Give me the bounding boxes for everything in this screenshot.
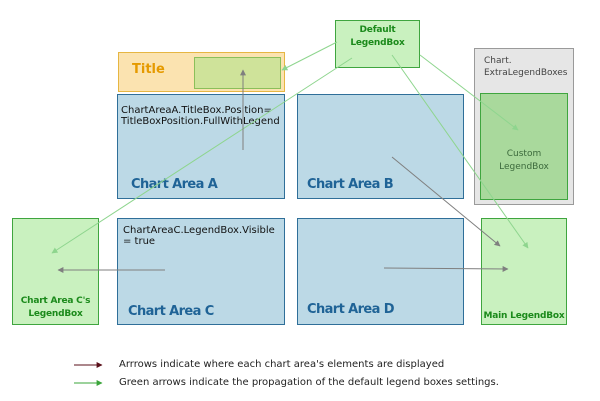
chart-area-c-label: Chart Area C	[128, 304, 214, 319]
legend-dark-text: Arrrows indicate where each chart area's…	[119, 359, 445, 370]
default-legend-box-label: Default LegendBox	[350, 25, 405, 48]
chart-area-d-label: Chart Area D	[307, 302, 395, 317]
extra-legend-boxes-label: Chart. ExtraLegendBoxes	[484, 56, 568, 78]
chart-area-c-legend-box-label: Chart Area C's LegendBox	[20, 296, 91, 319]
title-box-label: Title	[132, 62, 165, 77]
default-legend-box: Default LegendBox	[335, 20, 420, 68]
custom-legend-box-label: Custom LegendBox	[499, 149, 549, 172]
chart-area-a-label: Chart Area A	[131, 177, 218, 192]
main-legend-box-label: Main LegendBox	[483, 311, 565, 321]
extra-legend-boxes: Chart. ExtraLegendBoxes Custom LegendBox	[474, 48, 574, 205]
green-arrow-to-title-legend	[281, 41, 338, 71]
chart-area-b-label: Chart Area B	[307, 177, 394, 192]
title-box: Title	[118, 52, 285, 92]
chart-area-c-code: ChartAreaC.LegendBox.Visible = true	[123, 225, 275, 247]
legend-green-text: Green arrows indicate the propagation of…	[119, 377, 499, 388]
chart-area-b: Chart Area B	[297, 94, 464, 199]
chart-area-c: ChartAreaC.LegendBox.Visible = true Char…	[117, 218, 285, 325]
chart-area-a: ChartAreaA.TitleBox.Position= TitleBoxPo…	[117, 94, 285, 199]
chart-area-d: Chart Area D	[297, 218, 464, 325]
title-legend-box	[194, 57, 281, 89]
main-legend-box: Main LegendBox	[481, 218, 567, 325]
custom-legend-box: Custom LegendBox	[480, 93, 568, 200]
chart-area-c-legend-box: Chart Area C's LegendBox	[12, 218, 99, 325]
chart-area-a-code: ChartAreaA.TitleBox.Position= TitleBoxPo…	[121, 105, 280, 127]
